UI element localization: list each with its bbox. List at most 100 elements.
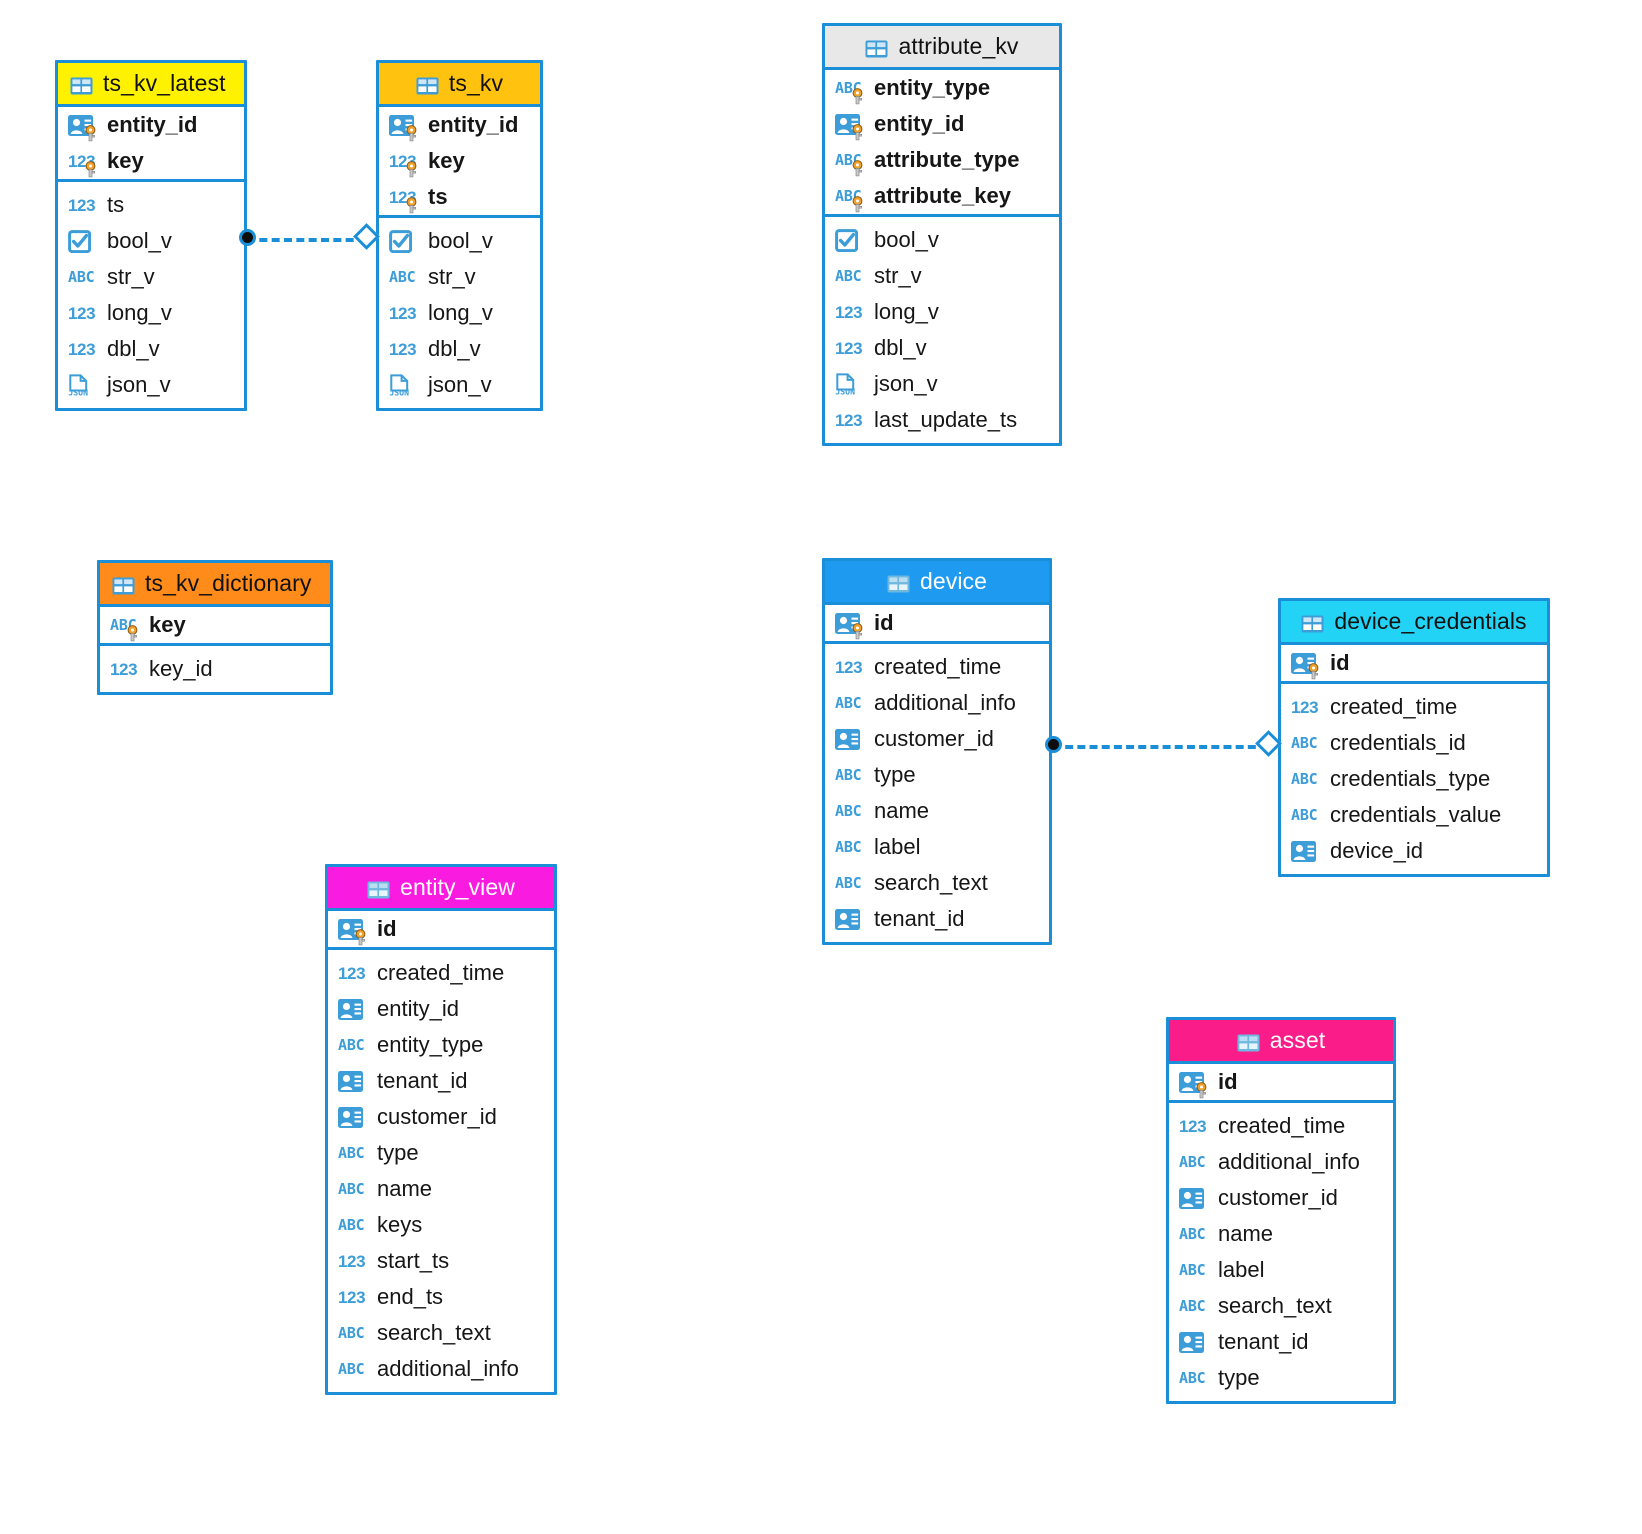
table-header-asset[interactable]: asset	[1169, 1020, 1393, 1061]
column-label: id	[1330, 650, 1350, 675]
column-entity_id[interactable]: entity_id	[328, 991, 554, 1027]
column-device_id[interactable]: device_id	[1281, 833, 1547, 869]
primary-key-icon	[405, 197, 418, 214]
table-header-ts_kv_latest[interactable]: ts_kv_latest	[58, 63, 244, 104]
relationship-line-device-to-device_credentials[interactable]	[1053, 745, 1268, 749]
column-bool_v[interactable]: bool_v	[825, 222, 1059, 258]
column-customer_id[interactable]: customer_id	[825, 721, 1049, 757]
table-header-ts_kv_dictionary[interactable]: ts_kv_dictionary	[100, 563, 330, 604]
abc-icon: ABC	[338, 1179, 365, 1198]
column-label: search_text	[874, 870, 988, 895]
table-header-attribute_kv[interactable]: attribute_kv	[825, 26, 1059, 67]
relationship-dot-endpoint	[239, 229, 256, 246]
table-header-device_credentials[interactable]: device_credentials	[1281, 601, 1547, 642]
relationship-line-ts_kv_latest-to-ts_kv[interactable]	[247, 238, 366, 242]
table-header-device[interactable]: device	[825, 561, 1049, 602]
relationship-dot-endpoint	[1045, 736, 1062, 753]
abc-icon: ABC	[1291, 733, 1318, 752]
column-id[interactable]: id	[1169, 1064, 1393, 1100]
column-id[interactable]: id	[825, 605, 1049, 641]
abc-icon: ABC	[338, 1359, 365, 1378]
number-123-icon: 123	[389, 148, 419, 178]
table-grid-icon	[865, 37, 889, 58]
column-tenant_id[interactable]: tenant_id	[328, 1063, 554, 1099]
column-id[interactable]: id	[1281, 645, 1547, 681]
column-id[interactable]: id	[328, 911, 554, 947]
column-bool_v[interactable]: bool_v	[379, 223, 540, 259]
column-customer_id[interactable]: customer_id	[1169, 1180, 1393, 1216]
column-entity_id[interactable]: entity_id	[58, 107, 244, 143]
table-header-entity_view[interactable]: entity_view	[328, 867, 554, 908]
number-123-icon: 123	[835, 657, 863, 677]
column-tenant_id[interactable]: tenant_id	[825, 901, 1049, 937]
abc-icon: ABC	[1291, 769, 1318, 788]
table-header-ts_kv[interactable]: ts_kv	[379, 63, 540, 104]
column-tenant_id[interactable]: tenant_id	[1169, 1324, 1393, 1360]
column-entity_id[interactable]: entity_id	[379, 107, 540, 143]
column-bool_v[interactable]: bool_v	[58, 223, 244, 259]
column-customer_id[interactable]: customer_id	[328, 1099, 554, 1135]
column-entity_id[interactable]: entity_id	[825, 106, 1059, 142]
column-label: credentials_value	[1330, 802, 1502, 827]
column-label: dbl_v	[428, 336, 481, 361]
